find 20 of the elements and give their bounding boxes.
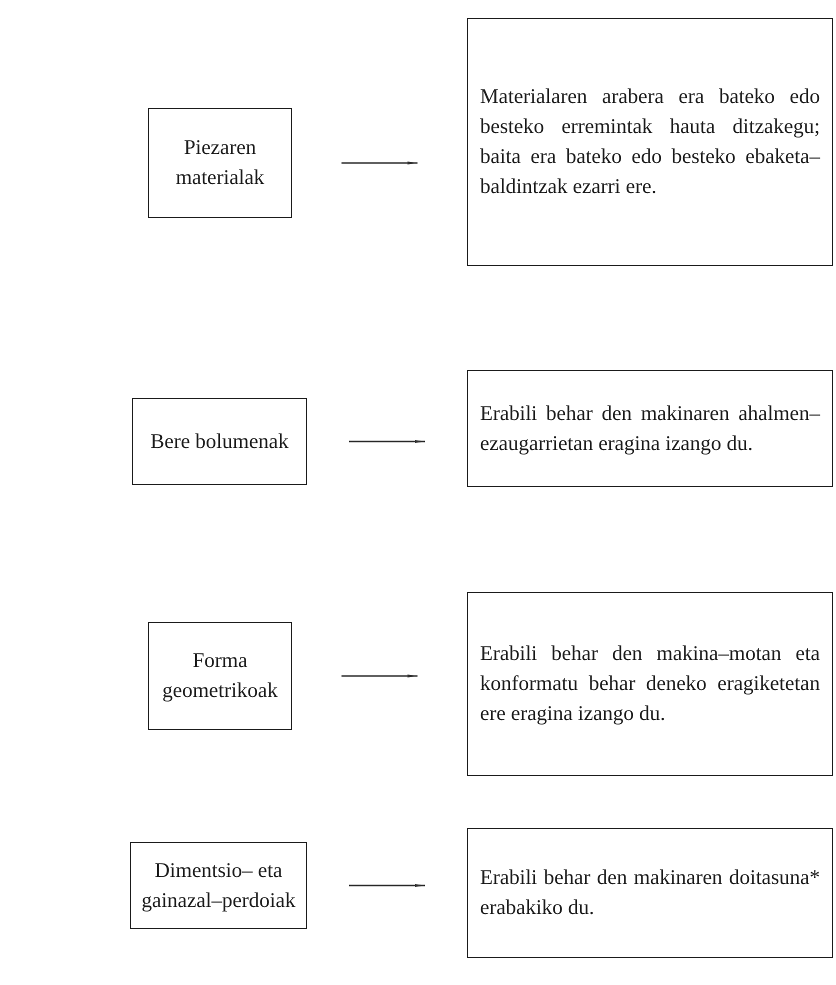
description-text: Erabili behar den makinaren ahalmen–ezaugarrietan eragina izango du. <box>480 400 820 456</box>
topic-text: Piezaren materialak <box>174 134 266 191</box>
arrow <box>349 440 425 443</box>
topic-box <box>132 398 307 485</box>
description-box <box>467 828 833 958</box>
description-text: Erabili behar den makinaren doitasuna* erabakiko du. <box>480 864 820 921</box>
description-text: Materialaren arabera era bateko edo besteko erremintak hauta ditzakegu; baita era bateko edo besteko ebaketa–baldintzak ezarri ere. <box>480 83 820 200</box>
topic-box <box>148 622 292 730</box>
topic-text: Bere bolumenak <box>150 428 289 455</box>
arrow <box>342 674 418 678</box>
description-box <box>467 370 833 487</box>
description-box <box>467 18 833 266</box>
description-box <box>467 592 833 776</box>
arrow <box>349 884 425 887</box>
topic-box <box>148 108 292 218</box>
topic-text: Dimentsio– eta gainazal–perdoiak <box>140 856 296 914</box>
arrow <box>342 162 418 164</box>
topic-text: Forma geometrikoak <box>161 647 279 704</box>
topic-box <box>130 842 307 929</box>
description-text: Erabili behar den makina–motan eta konformatu behar deneko eragiketetan ere eragina izango du. <box>480 640 820 727</box>
